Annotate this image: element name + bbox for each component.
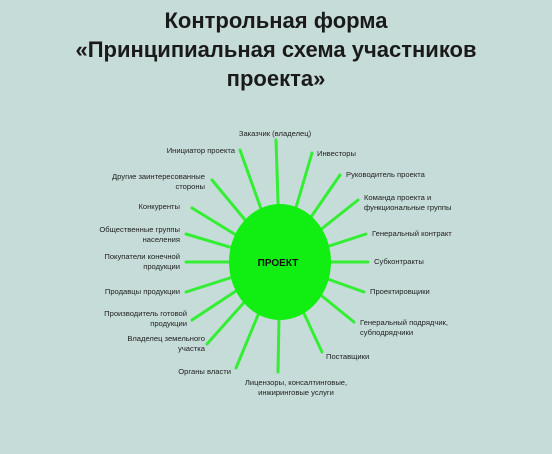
title-line-3: проекта» — [226, 66, 326, 91]
participant-label-8: Поставщики — [326, 352, 369, 361]
participant-label-7-line-0: Генеральный подрядчик, — [360, 318, 448, 327]
participant-label-0: Заказчик (владелец) — [239, 129, 312, 138]
participant-label-11-line-1: участка — [178, 344, 206, 353]
participant-label-12-line-1: продукции — [150, 319, 187, 328]
labels-group: Заказчик (владелец) ИнвесторыРуководитель… — [99, 129, 452, 397]
participant-label-18: Инициатор проекта — [167, 146, 236, 155]
participant-label-9: Лицензоры, консалтинговые,инжиринговые у… — [245, 378, 347, 397]
participant-label-5-line-0: Субконтракты — [374, 257, 424, 266]
participant-label-5: Субконтракты — [374, 257, 424, 266]
participant-label-6: Проектировщики — [370, 287, 430, 296]
title-line-1: Контрольная форма — [164, 8, 388, 33]
participant-label-2: Руководитель проекта — [346, 170, 426, 179]
participant-label-4: Генеральный контракт — [372, 229, 452, 238]
participant-label-16-line-0: Конкуренты — [138, 202, 180, 211]
participant-label-17-line-0: Другие заинтересованные — [112, 172, 205, 181]
participant-label-3-line-1: функциональные группы — [364, 203, 451, 212]
project-center-label: ПРОЕКТ — [258, 258, 299, 269]
participant-label-11-line-0: Владелец земельного — [127, 334, 205, 343]
participant-label-15-line-0: Общественные группы — [99, 225, 180, 234]
participant-label-0-line-0: Заказчик (владелец) — [239, 129, 312, 138]
participant-label-14-line-0: Покупатели конечной — [104, 252, 180, 261]
participant-label-1: Инвесторы — [317, 149, 356, 158]
participant-label-7: Генеральный подрядчик,субподрядчики — [360, 318, 448, 337]
title-line-2: «Принципиальная схема участников — [75, 37, 477, 62]
participant-label-9-line-1: инжиринговые услуги — [258, 388, 334, 397]
participant-label-10: Органы власти — [178, 367, 231, 376]
participant-label-6-line-0: Проектировщики — [370, 287, 430, 296]
participant-label-7-line-1: субподрядчики — [360, 328, 413, 337]
participant-label-13-line-0: Продавцы продукции — [105, 287, 180, 296]
participant-label-17-line-1: стороны — [175, 182, 205, 191]
participant-label-15-line-1: населения — [143, 235, 180, 244]
participant-label-3-line-0: Команда проекта и — [364, 193, 431, 202]
participant-label-9-line-0: Лицензоры, консалтинговые, — [245, 378, 347, 387]
participant-label-2-line-0: Руководитель проекта — [346, 170, 426, 179]
participant-label-16: Конкуренты — [138, 202, 180, 211]
participant-label-12-line-0: Производитель готовой — [104, 309, 187, 318]
participant-label-4-line-0: Генеральный контракт — [372, 229, 452, 238]
project-center-ellipse — [229, 204, 331, 320]
participant-label-10-line-0: Органы власти — [178, 367, 231, 376]
page-title: Контрольная форма «Принципиальная схема … — [0, 6, 552, 93]
participant-label-14-line-1: продукции — [143, 262, 180, 271]
participant-label-1-line-0: Инвесторы — [317, 149, 356, 158]
participant-label-8-line-0: Поставщики — [326, 352, 369, 361]
participant-label-18-line-0: Инициатор проекта — [167, 146, 236, 155]
participant-label-13: Продавцы продукции — [105, 287, 180, 296]
